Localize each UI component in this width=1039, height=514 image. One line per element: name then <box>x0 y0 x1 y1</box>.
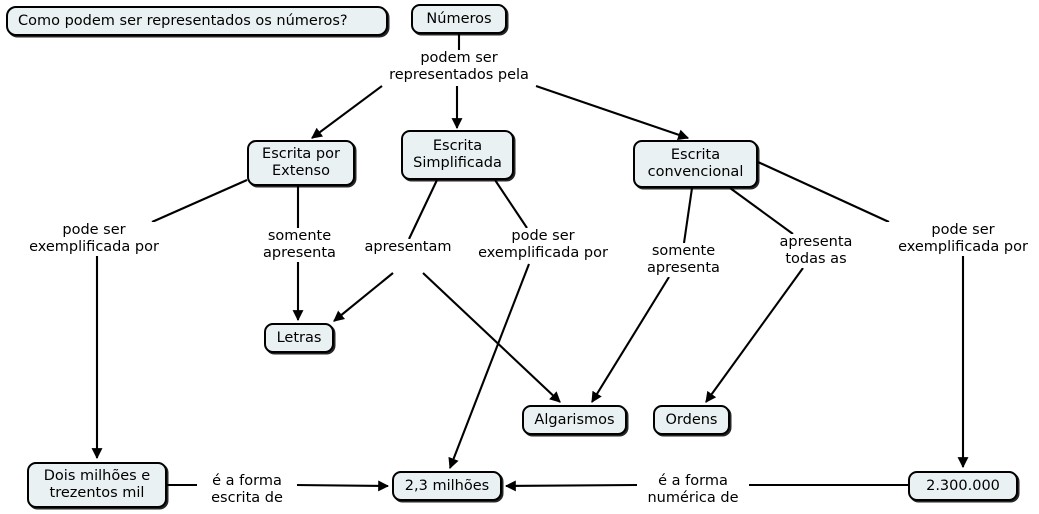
edge-label-e-a-forma-numerica-de: é a forma numérica de <box>637 473 749 507</box>
node-2300000[interactable]: 2.300.000 <box>908 471 1018 501</box>
node-escrita-convencional[interactable]: Escrita convencional <box>633 140 758 188</box>
node-numeros[interactable]: Números <box>411 4 507 34</box>
edge-label-pode-ser-exemplificada-por-extenso: pode ser exemplificada por <box>17 222 171 256</box>
edge-label-pode-ser-exemplificada-por-simplificada: pode ser exemplificada por <box>466 228 620 262</box>
edge-convencional-exemplificada-label <box>757 161 890 223</box>
node-question[interactable]: Como podem ser representados os números? <box>6 6 388 36</box>
node-escrita-por-extenso[interactable]: Escrita por Extenso <box>247 140 355 186</box>
edge-dois-milhoes-dois-virgula-tres <box>294 480 390 492</box>
edge-label-pode-ser-exemplificada-por-convencional: pode ser exemplificada por <box>886 222 1039 256</box>
edge-2300000-dois-virgula-tres <box>504 480 638 492</box>
edge-numeros-extenso <box>311 85 383 139</box>
edge-label-somente-apresenta-convencional: somente apresenta <box>640 243 727 277</box>
edge-label-apresentam: apresentam <box>359 239 457 256</box>
node-dois-virgula-tres-milhoes[interactable]: 2,3 milhões <box>392 471 502 501</box>
node-escrita-simplificada[interactable]: Escrita Simplificada <box>401 130 514 180</box>
node-letras[interactable]: Letras <box>264 323 334 353</box>
edge-label-e-a-forma-escrita-de: é a forma escrita de <box>197 473 297 507</box>
edge-simplificada-dois-virgula-tres <box>448 263 530 470</box>
edge-simplificada-exemplificada-label <box>494 179 528 229</box>
edge-convencional-algarismos <box>591 276 670 403</box>
edge-simplificada-algarismos <box>422 272 561 403</box>
node-dois-milhoes-e-trezentos-mil[interactable]: Dois milhões e trezentos mil <box>27 462 167 508</box>
edge-label-somente-apresenta-extenso: somente apresenta <box>256 228 343 262</box>
edge-simplificada-letras <box>333 272 394 322</box>
edge-extenso-exemplificada-label <box>151 179 248 223</box>
edge-label-apresenta-todas-as: apresenta todas as <box>771 234 861 268</box>
node-algarismos[interactable]: Algarismos <box>522 405 627 435</box>
edge-numeros-convencional <box>535 85 690 140</box>
edge-simplificada-apresentam-label <box>408 179 438 240</box>
edge-convencional-ordens <box>705 267 804 403</box>
edge-label-podem-ser-representados-pela: podem ser representados pela <box>378 50 540 84</box>
edge-convencional-somente-label <box>682 187 694 244</box>
node-ordens[interactable]: Ordens <box>653 405 730 435</box>
edge-convencional-todas-label <box>729 187 794 235</box>
